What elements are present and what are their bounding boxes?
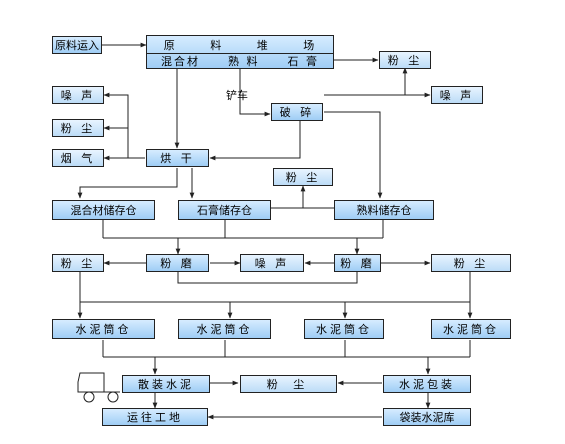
- noise-crusher: 噪 声: [431, 86, 483, 104]
- mixed-material-silo: 混合材储存仓: [52, 200, 155, 220]
- cement-silo-3: 水泥筒仓: [304, 319, 384, 339]
- cement-silo-2: 水泥筒仓: [178, 319, 271, 339]
- bagged-cement-store: 袋装水泥库: [383, 408, 471, 426]
- dust-yard: 粉 尘: [379, 51, 431, 69]
- noise-dryer: 噪 声: [52, 86, 104, 104]
- truck-icon: [77, 372, 120, 403]
- shovel-label: 铲车: [226, 89, 248, 102]
- dryer: 烘 干: [146, 149, 209, 167]
- dust-packing: 粉 尘: [240, 375, 337, 393]
- raw-material-input: 原料运入: [52, 36, 102, 54]
- yard-title-char: 料: [210, 39, 224, 52]
- raw-material-yard: 原 料 堆 场 混合材 熟 料 石 膏: [146, 35, 334, 69]
- yard-title-char: 场: [303, 39, 317, 52]
- yard-mixed-material: 混合材: [161, 55, 200, 68]
- yard-title-char: 原: [163, 39, 177, 52]
- cement-silo-1: 水泥筒仓: [52, 319, 155, 339]
- crusher: 破 碎: [271, 103, 323, 121]
- ship-to-site: 运往工地: [102, 408, 208, 426]
- mill-right: 粉 磨: [334, 254, 381, 272]
- noise-mill: 噪 声: [240, 254, 304, 272]
- cement-silo-4: 水泥筒仓: [431, 319, 511, 339]
- yard-gypsum: 石 膏: [287, 55, 319, 68]
- bulk-cement: 散装水泥: [122, 375, 210, 393]
- dust-dryer: 粉 尘: [52, 119, 104, 137]
- smoke-dryer: 烟 气: [52, 149, 104, 167]
- dust-mill-left: 粉 尘: [52, 254, 104, 272]
- clinker-silo: 熟料储存仓: [334, 200, 434, 220]
- yard-clinker: 熟 料: [228, 55, 260, 68]
- mill-left: 粉 磨: [146, 254, 209, 272]
- dust-storage: 粉 尘: [273, 168, 333, 186]
- gypsum-silo: 石膏储存仓: [178, 200, 271, 220]
- cement-packing: 水泥包装: [383, 375, 471, 393]
- yard-title-char: 堆: [256, 39, 270, 52]
- dust-mill-right: 粉 尘: [431, 254, 511, 272]
